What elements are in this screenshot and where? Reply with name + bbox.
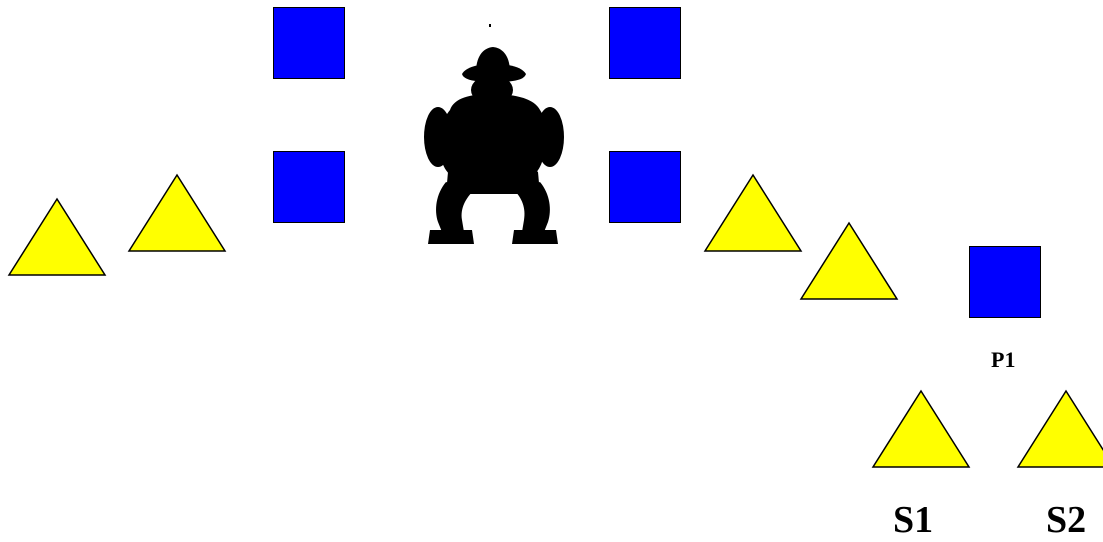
triangle-far-left — [8, 198, 106, 276]
triangle-s1 — [872, 390, 970, 468]
label-s1: S1 — [893, 498, 933, 542]
triangle-far-right — [800, 222, 898, 300]
square-upper-right — [609, 7, 681, 79]
square-lower-right — [609, 151, 681, 223]
label-p1: P1 — [991, 347, 1015, 373]
umpire-silhouette-icon — [418, 22, 568, 248]
label-s2: S2 — [1046, 498, 1086, 542]
square-upper-left — [273, 7, 345, 79]
triangle-left — [128, 174, 226, 252]
square-p1 — [969, 246, 1041, 318]
triangle-s2 — [1017, 390, 1103, 468]
triangle-right — [704, 174, 802, 252]
square-lower-left — [273, 151, 345, 223]
